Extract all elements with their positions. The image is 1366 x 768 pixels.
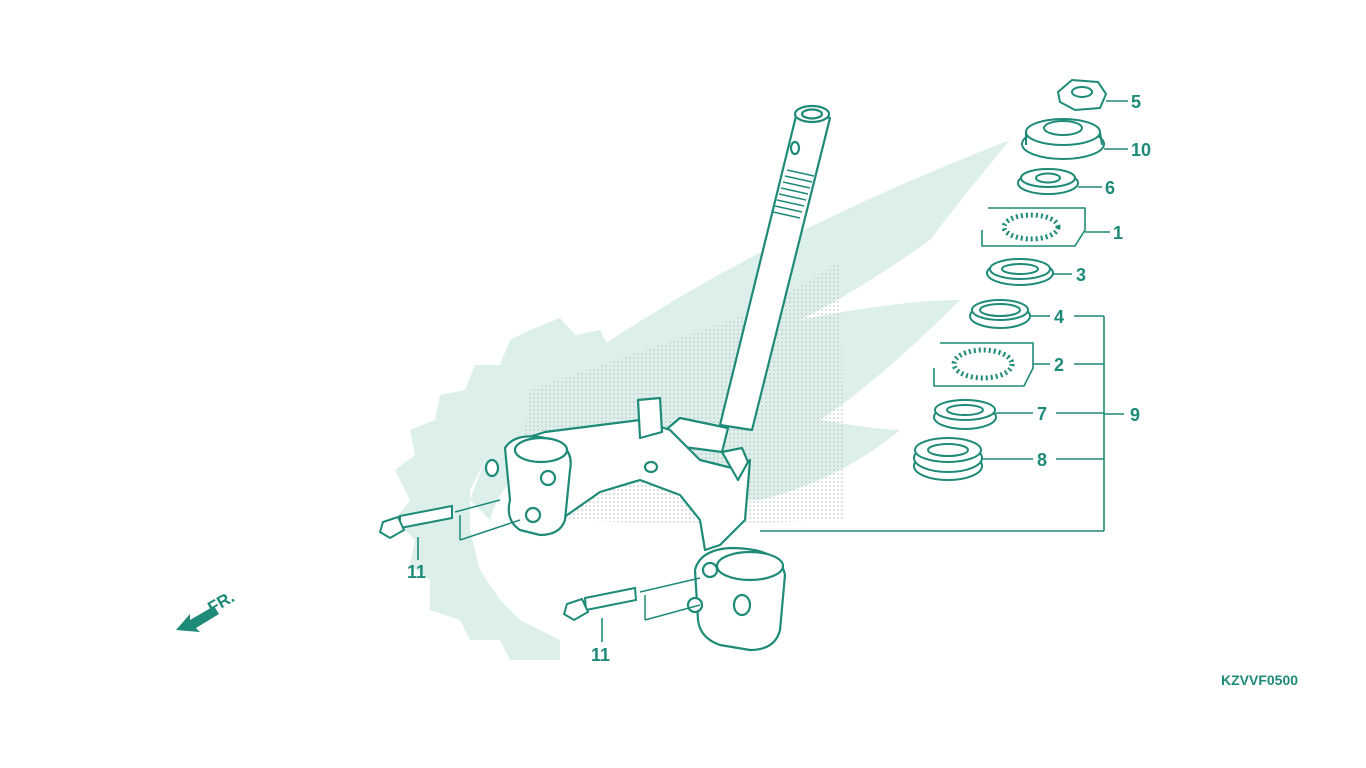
label-8: 8 (1037, 450, 1047, 470)
bolt-guides (454, 499, 701, 621)
part-1-steel-balls (981, 207, 1086, 247)
label-7: 7 (1037, 404, 1047, 424)
lower-clamp-hole-upper (701, 561, 719, 579)
front-direction-indicator: FR. (176, 587, 238, 632)
label-5: 5 (1131, 92, 1141, 112)
label-4: 4 (1054, 307, 1064, 327)
part-5-lock-nut (1056, 78, 1108, 112)
bolt-upper (378, 504, 453, 540)
label-11-lower: 11 (591, 645, 610, 665)
left-clamp-hole-upper (539, 469, 557, 487)
stem-pin-hole (789, 140, 801, 156)
drawing-code: KZVVF0500 (1221, 672, 1298, 688)
bolt-lower (562, 586, 638, 622)
leader-lines (417, 100, 1128, 642)
label-3: 3 (1076, 265, 1086, 285)
front-arrow-icon (176, 606, 219, 632)
watermark-gear (395, 318, 640, 660)
label-9: 9 (1130, 405, 1140, 425)
part-2-steel-balls (933, 342, 1034, 387)
steering-stem (484, 104, 832, 652)
part-7-dust-seal (933, 399, 997, 430)
part-8-bottom-cone-race (913, 437, 983, 481)
label-1: 1 (1113, 223, 1123, 243)
left-clamp-hole-lower (524, 506, 542, 524)
bearing-parts (913, 78, 1108, 481)
label-11-upper: 11 (407, 562, 426, 582)
lower-clamp-hole-lower (686, 596, 704, 614)
stem-threads (772, 169, 815, 219)
part-6-top-cone-race (1017, 168, 1079, 195)
label-10: 10 (1131, 140, 1151, 160)
part-labels: 5 10 6 1 3 4 2 7 9 8 11 11 (407, 92, 1151, 665)
label-6: 6 (1105, 178, 1115, 198)
part-4-bottom-ball-race (969, 299, 1031, 329)
label-2: 2 (1054, 355, 1064, 375)
part-10-adjusting-nut (1021, 118, 1105, 160)
part-3-top-ball-race (986, 258, 1054, 286)
bridge-lug (636, 396, 664, 440)
